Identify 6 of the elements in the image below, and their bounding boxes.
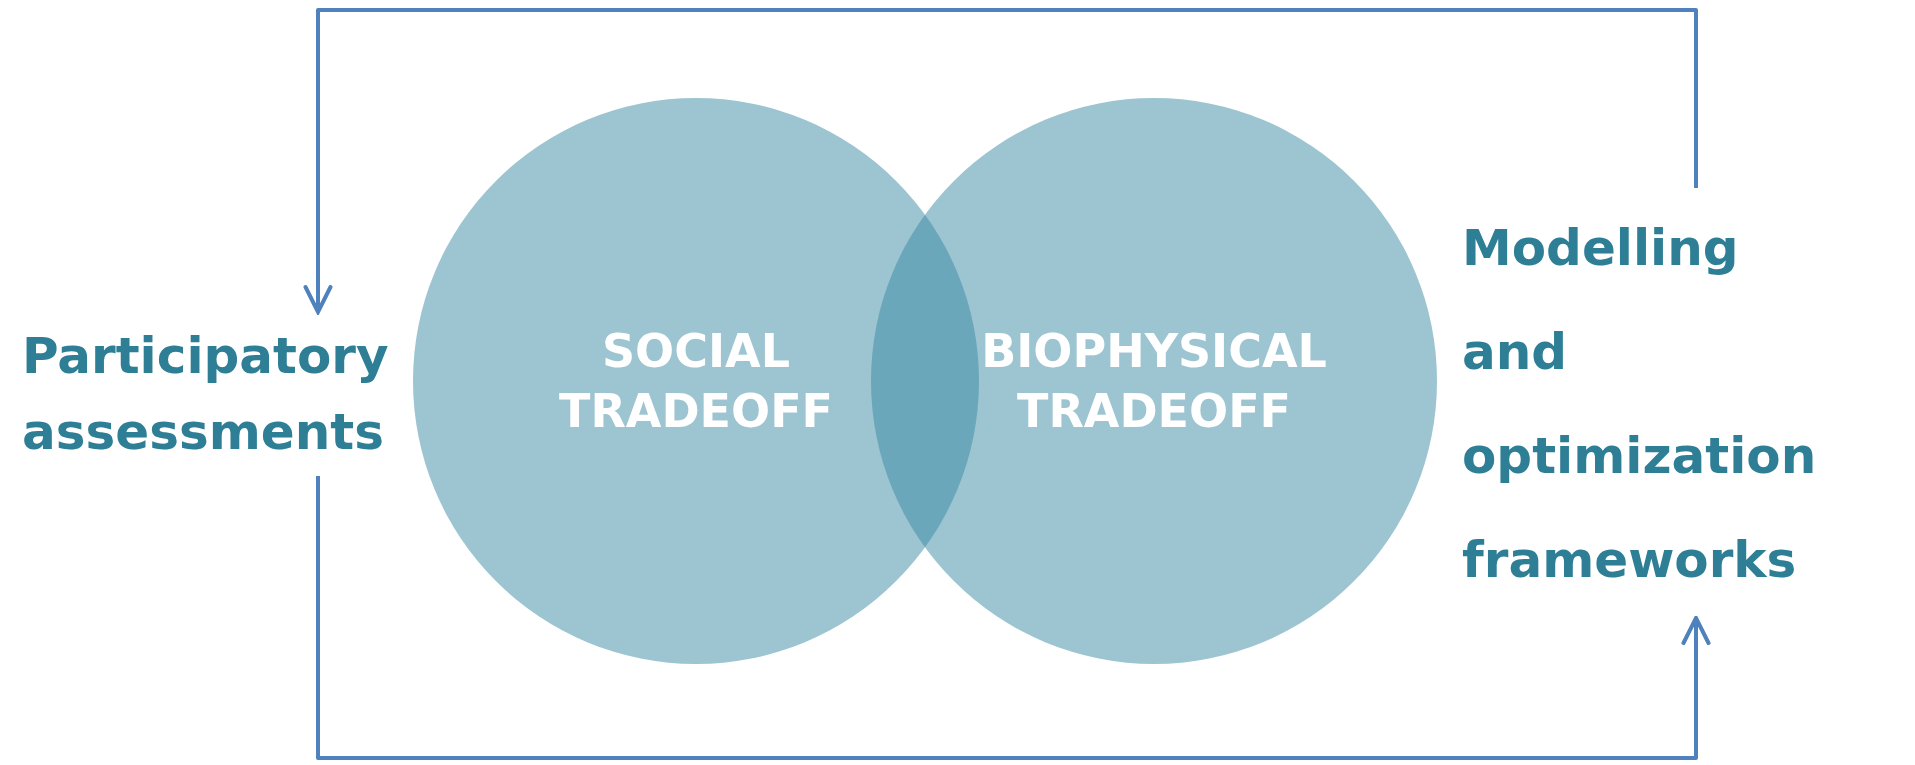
circle-label: SOCIAL TRADEOFF bbox=[559, 323, 833, 440]
circle-label: BIOPHYSICAL TRADEOFF bbox=[981, 323, 1327, 440]
arrow bbox=[303, 8, 1698, 314]
arrow bbox=[316, 476, 1711, 760]
side-label: Participatory assessments bbox=[22, 318, 389, 470]
side-label: Modelling and optimization frameworks bbox=[1462, 196, 1817, 612]
